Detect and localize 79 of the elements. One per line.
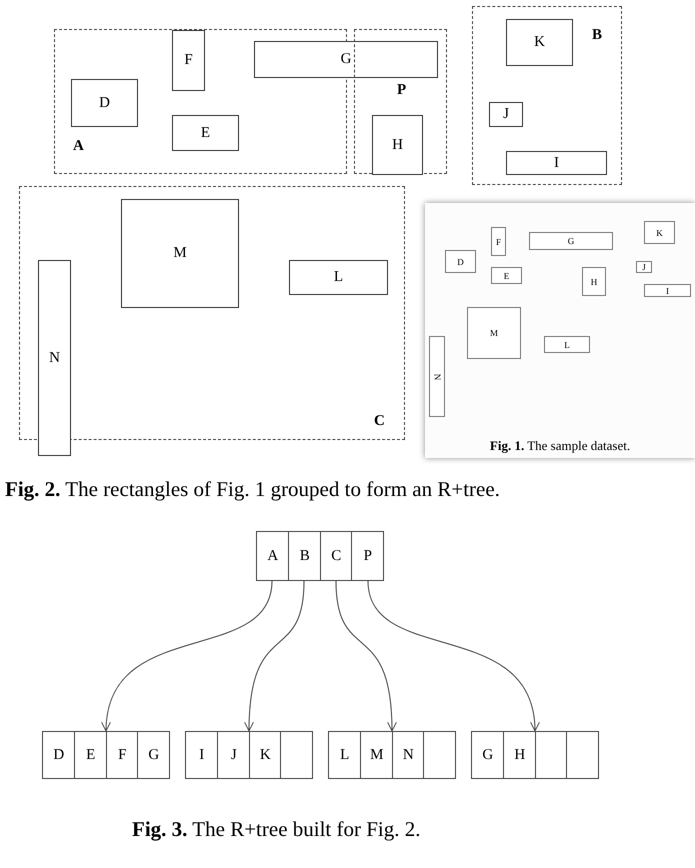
rectangle <box>506 151 607 175</box>
tree-node <box>471 731 599 779</box>
rectangle-label: J <box>642 262 646 272</box>
arrow <box>244 580 304 732</box>
entry-cell: N <box>392 732 424 778</box>
rectangle-label: N <box>432 373 442 380</box>
entry-cell: E <box>74 732 106 778</box>
rectangle <box>172 115 239 151</box>
rectangle <box>491 267 522 284</box>
rectangle <box>172 30 205 91</box>
tree-node <box>185 731 313 779</box>
entry-cell-text: G <box>481 746 494 764</box>
rectangle <box>445 250 476 273</box>
entry-cell-text: I <box>198 746 206 764</box>
rectangle-label: N <box>49 350 60 366</box>
arrow <box>336 580 397 732</box>
rectangle-label: G <box>568 236 574 246</box>
region-label: A <box>73 138 84 155</box>
entry-cell: F <box>106 732 138 778</box>
rectangle <box>71 79 138 127</box>
region-label: B <box>592 27 602 44</box>
rectangle <box>636 261 652 273</box>
rectangle-label: L <box>564 340 570 350</box>
region-label: C <box>374 413 385 430</box>
rectangle <box>491 227 506 256</box>
rectangle-label: E <box>504 270 510 280</box>
rectangle-label: G <box>340 51 352 68</box>
rectangle-label: M <box>490 328 498 338</box>
rectangle-label: H <box>590 276 598 286</box>
entry-cell: P <box>351 532 383 580</box>
dashed-region <box>472 6 622 185</box>
inset-panel <box>425 203 695 458</box>
rectangle-label: D <box>99 94 110 112</box>
rectangle <box>121 199 239 308</box>
rectangle <box>467 307 521 359</box>
arrow <box>102 580 272 732</box>
rectangle-label: H <box>392 136 403 154</box>
entry-cell: H <box>503 732 535 778</box>
rectangle-label: K <box>656 228 663 238</box>
entry-cell-text: D <box>52 746 66 764</box>
rectangle-label: E <box>200 124 210 142</box>
rectangle-label: M <box>173 245 187 262</box>
figure-caption: Fig. 3. The R+tree built for Fig. 2. <box>132 817 421 842</box>
entry-cell: M <box>360 732 392 778</box>
tree-node <box>256 531 384 581</box>
rectangle-label: J <box>503 106 509 123</box>
arrow <box>368 580 539 732</box>
entry-cell: G <box>137 732 169 778</box>
rectangle <box>506 19 573 66</box>
rectangle <box>644 284 691 297</box>
entry-cell: B <box>288 532 320 580</box>
figure-caption: Fig. 2. The rectangles of Fig. 1 grouped to form an R+tree. <box>5 477 500 502</box>
region-label: P <box>397 82 406 99</box>
rectangle <box>38 260 71 456</box>
rectangle-label: F <box>184 52 193 69</box>
entry-cell-text: L <box>339 746 350 764</box>
tree-node <box>328 731 456 779</box>
rectangle <box>529 232 613 250</box>
rectangle-label: I <box>666 286 669 296</box>
rectangle <box>289 260 388 295</box>
rectangle <box>429 336 445 417</box>
rectangle-label: K <box>534 34 545 51</box>
entry-cell: J <box>217 732 249 778</box>
rectangle <box>489 102 523 127</box>
figure-caption: Fig. 1. The sample dataset. <box>488 438 632 454</box>
rectangle <box>644 221 675 244</box>
rectangle <box>254 41 438 78</box>
entry-cell: K <box>248 732 280 778</box>
entry-cell: C <box>320 532 352 580</box>
dashed-region <box>354 29 447 174</box>
rectangle <box>372 115 423 175</box>
rectangle <box>582 267 606 296</box>
tree-node <box>42 731 170 779</box>
rectangle-label: F <box>496 236 501 246</box>
rectangle-label: I <box>554 154 559 172</box>
rectangle-label: D <box>457 256 464 266</box>
rectangle-label: L <box>334 269 344 286</box>
entry-cell-text: A <box>266 546 280 566</box>
rectangle <box>544 336 590 353</box>
